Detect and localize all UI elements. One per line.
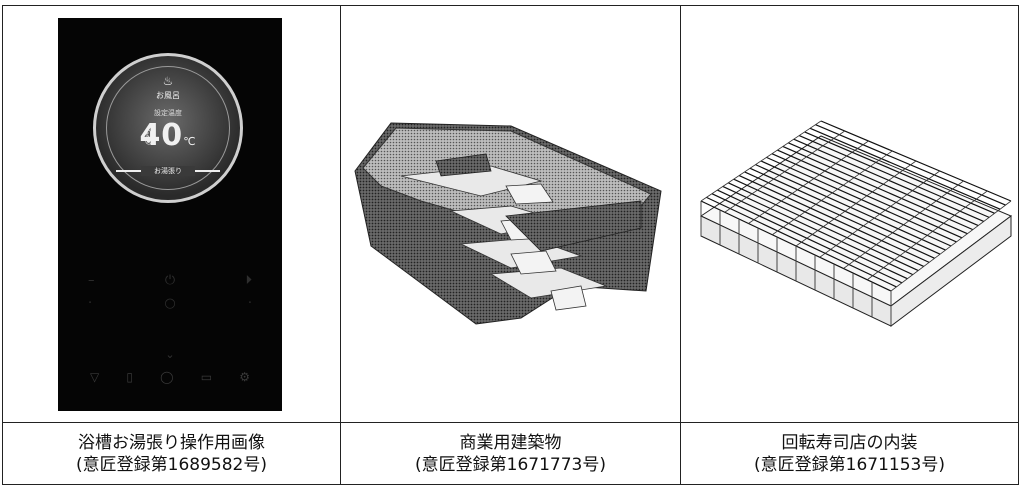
set-temp-label: 設定温度 bbox=[154, 109, 182, 117]
bottom-nav: ▽ ▯ ◯ ▭ ⚙ bbox=[90, 370, 250, 384]
mode-label: お風呂 bbox=[156, 91, 180, 100]
panel-3-registration: (意匠登録第1671153号) bbox=[754, 454, 945, 475]
dot-icon: · bbox=[247, 296, 252, 311]
panel-1-image-cell: ♨ お風呂 設定温度 🌡 40℃ お湯張り – ⏻ ⏵ · bbox=[3, 6, 341, 423]
purlin-line bbox=[772, 150, 893, 236]
terraced-building-drawing bbox=[354, 122, 662, 325]
panel-2-registration: (意匠登録第1671773号) bbox=[415, 454, 606, 475]
thermometer-icon: 🌡 bbox=[140, 130, 158, 146]
temperature-dial: ♨ お風呂 設定温度 🌡 40℃ お湯張り bbox=[93, 53, 243, 203]
panel-1-registration: (意匠登録第1689582号) bbox=[76, 454, 267, 475]
purlin-line bbox=[700, 120, 822, 202]
panel-1-caption: 浴槽お湯張り操作用画像 (意匠登録第1689582号) bbox=[3, 423, 341, 484]
control-row-bottom: · ○ · bbox=[88, 296, 252, 311]
phone-ui-image: ♨ お風呂 設定温度 🌡 40℃ お湯張り – ⏻ ⏵ · bbox=[58, 18, 282, 411]
panel-1-title: 浴槽お湯張り操作用画像 bbox=[78, 432, 265, 453]
nav-icon-4: ▭ bbox=[200, 370, 213, 384]
nav-icon-5: ⚙ bbox=[239, 370, 250, 384]
dot-icon: · bbox=[88, 296, 93, 311]
circle-icon: ○ bbox=[164, 296, 176, 311]
panel-2-image-cell bbox=[341, 6, 681, 423]
purlin-line bbox=[843, 180, 964, 269]
panel-3-title: 回転寿司店の内装 bbox=[781, 432, 918, 453]
nav-icon-1: ▽ bbox=[90, 370, 100, 384]
roof-frame-drawing bbox=[699, 120, 1012, 327]
support-posts bbox=[700, 201, 892, 326]
roof-purlins bbox=[700, 120, 1012, 292]
purlin-line bbox=[795, 160, 917, 247]
purlin-line bbox=[890, 200, 1012, 292]
chevron-down-icon: ⌄ bbox=[165, 348, 175, 361]
temperature-value: 40 bbox=[139, 118, 184, 153]
fill-label: お湯張り bbox=[141, 166, 195, 176]
dial-inner-ring bbox=[106, 66, 230, 190]
minus-icon: – bbox=[88, 273, 95, 288]
panel-3-caption: 回転寿司店の内装 (意匠登録第1671153号) bbox=[681, 423, 1018, 484]
power-icon: ⏻ bbox=[164, 273, 176, 288]
purlin-line bbox=[748, 140, 869, 224]
plus-icon: ⏵ bbox=[245, 273, 252, 288]
temperature-unit: ℃ bbox=[183, 135, 197, 148]
purlin-line bbox=[867, 190, 988, 281]
control-row-top: – ⏻ ⏵ bbox=[88, 273, 252, 288]
purlin-line bbox=[724, 130, 845, 213]
table-grid: ♨ お風呂 設定温度 🌡 40℃ お湯張り – ⏻ ⏵ · bbox=[2, 5, 1019, 485]
temperature-readout: 40℃ bbox=[96, 118, 240, 153]
nav-icon-2: ▯ bbox=[126, 370, 133, 384]
purlin-line bbox=[819, 170, 940, 258]
panel-3-image-cell bbox=[681, 6, 1018, 423]
bath-icon: ♨ bbox=[162, 74, 174, 88]
nav-icon-3: ◯ bbox=[160, 370, 174, 384]
panel-2-caption: 商業用建築物 (意匠登録第1671773号) bbox=[341, 423, 681, 484]
panel-2-title: 商業用建築物 bbox=[459, 432, 562, 453]
